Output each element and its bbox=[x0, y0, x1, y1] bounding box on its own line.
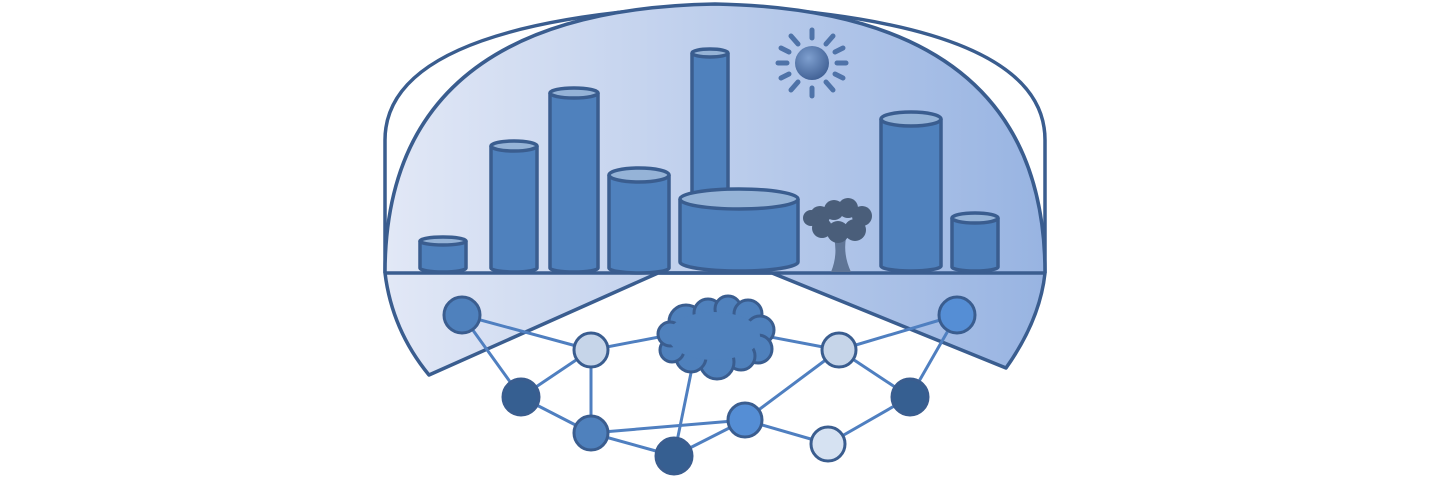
tree-icon bbox=[803, 198, 872, 272]
building-icon bbox=[548, 86, 600, 274]
network-node-icon bbox=[890, 377, 930, 417]
network-node-icon bbox=[820, 331, 858, 369]
building-icon bbox=[607, 166, 671, 275]
network-node-icon bbox=[726, 401, 764, 439]
network-node-icon bbox=[572, 331, 610, 369]
network-node-icon bbox=[654, 436, 694, 476]
network-node-icon bbox=[572, 414, 610, 452]
building-icon bbox=[879, 110, 943, 273]
network-node-icon bbox=[809, 425, 847, 463]
building-icon bbox=[950, 211, 1000, 273]
network-node-icon bbox=[442, 295, 482, 335]
sun-icon bbox=[775, 27, 849, 99]
network-node-icon bbox=[501, 377, 541, 417]
building-icon bbox=[489, 139, 539, 274]
building-icon bbox=[690, 47, 730, 202]
cloud-icon bbox=[656, 294, 776, 381]
network-nodes bbox=[442, 295, 977, 476]
building-icon bbox=[418, 235, 468, 274]
network-node-icon bbox=[937, 295, 977, 335]
building-icon bbox=[678, 187, 800, 273]
